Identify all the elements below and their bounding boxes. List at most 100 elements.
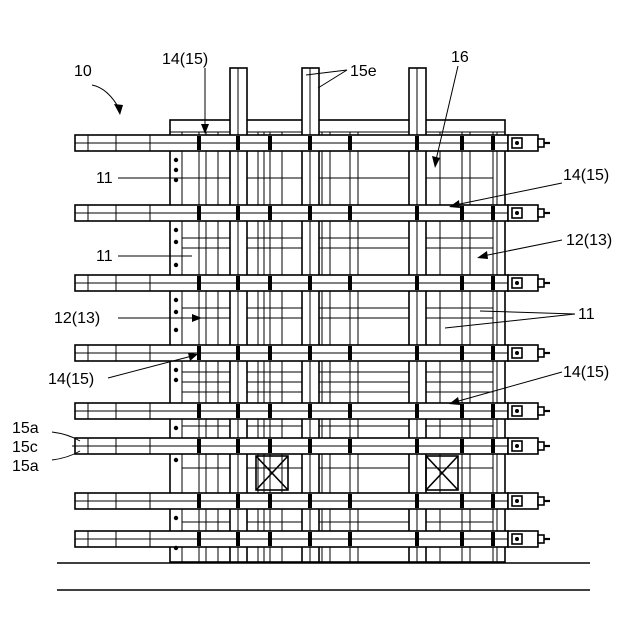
beam-joint xyxy=(491,346,495,360)
beam-joint xyxy=(460,404,464,418)
column-bolt xyxy=(174,458,178,462)
beam-joint xyxy=(348,532,352,546)
beam-joint xyxy=(460,532,464,546)
label-panel-right: 11 xyxy=(578,306,595,323)
beam-joint xyxy=(236,136,240,150)
beam-joint xyxy=(236,532,240,546)
beam-joint xyxy=(308,136,312,150)
beam-joint xyxy=(197,136,201,150)
beam-joint xyxy=(197,206,201,220)
beam xyxy=(75,438,550,454)
beam xyxy=(75,493,550,509)
beam-joint xyxy=(348,404,352,418)
column-bolt xyxy=(174,298,178,302)
beam-joint xyxy=(491,276,495,290)
beam-joint xyxy=(308,439,312,453)
beam-joint xyxy=(348,136,352,150)
beam-joint xyxy=(308,404,312,418)
beam-joint xyxy=(308,346,312,360)
column-bolt xyxy=(174,228,178,232)
label-beam-right-1: 14(15) xyxy=(563,167,609,184)
beam-joint xyxy=(491,404,495,418)
label-beam-top: 14(15) xyxy=(162,51,208,68)
label-panel-mid-left: 11 xyxy=(96,248,113,265)
beam-joint xyxy=(268,494,272,508)
beam-joint xyxy=(308,532,312,546)
label-top-frame: 16 xyxy=(451,49,469,66)
label-panel-top-left: 11 xyxy=(96,170,113,187)
beam-joint xyxy=(197,346,201,360)
beam-joint xyxy=(268,532,272,546)
beam-joint xyxy=(308,206,312,220)
beam-joint xyxy=(236,494,240,508)
beam-joint xyxy=(491,136,495,150)
beam-joint xyxy=(460,494,464,508)
beam xyxy=(75,403,550,419)
column-bolt xyxy=(174,378,178,382)
cross-brace-left xyxy=(256,456,288,490)
beam-joint xyxy=(197,494,201,508)
beam-joint xyxy=(415,439,419,453)
beam-joint xyxy=(268,136,272,150)
label-frame-right: 12(13) xyxy=(566,232,612,249)
beam-joint xyxy=(348,276,352,290)
beam xyxy=(75,531,550,547)
beam-joint xyxy=(491,206,495,220)
beam-joint xyxy=(197,404,201,418)
beam-joint xyxy=(197,276,201,290)
beam-joint xyxy=(308,276,312,290)
beam-joint xyxy=(460,276,464,290)
beam-joint xyxy=(460,136,464,150)
label-beam-left: 14(15) xyxy=(48,371,94,388)
column-bolt xyxy=(174,546,178,550)
beam xyxy=(75,205,550,221)
beam-joint xyxy=(460,439,464,453)
label-rail-lower: 15a xyxy=(12,458,39,475)
beam xyxy=(75,275,550,291)
label-assembly: 10 xyxy=(74,63,92,80)
label-rail-center: 15c xyxy=(12,439,38,456)
beam-joint xyxy=(415,494,419,508)
beam-joint xyxy=(268,276,272,290)
beam-joint xyxy=(348,346,352,360)
beam-joint xyxy=(268,346,272,360)
beam-joint xyxy=(491,532,495,546)
beam-joint xyxy=(236,276,240,290)
column-bolt xyxy=(174,328,178,332)
label-beam-right-2: 14(15) xyxy=(563,364,609,381)
column-bolt xyxy=(174,516,178,520)
beam-joint xyxy=(460,206,464,220)
beam-joint xyxy=(460,346,464,360)
column-bolt xyxy=(174,310,178,314)
beam xyxy=(75,135,550,151)
cross-brace-right xyxy=(426,456,458,490)
beam-joint xyxy=(236,206,240,220)
beam-joint xyxy=(236,346,240,360)
beam-joint xyxy=(415,346,419,360)
beam-joint xyxy=(268,206,272,220)
beam-joint xyxy=(348,494,352,508)
column-bolt xyxy=(174,158,178,162)
column-bolt xyxy=(174,168,178,172)
beam-joint xyxy=(268,404,272,418)
beam xyxy=(75,345,550,361)
beam-joint xyxy=(491,494,495,508)
beam-joint xyxy=(348,206,352,220)
beam-joint xyxy=(236,404,240,418)
beam-joint xyxy=(415,206,419,220)
column-bolt xyxy=(174,263,178,267)
beam-joint xyxy=(415,276,419,290)
beam-joint xyxy=(308,494,312,508)
beam-joint xyxy=(236,439,240,453)
label-frame-left: 12(13) xyxy=(54,310,100,327)
beam-joint xyxy=(415,136,419,150)
beam-joint xyxy=(197,439,201,453)
beam-joint xyxy=(415,404,419,418)
beam-joint xyxy=(348,439,352,453)
label-rail-upper: 15a xyxy=(12,420,39,437)
label-upright-top: 15e xyxy=(350,63,377,80)
column-bolt xyxy=(174,368,178,372)
column-bolt xyxy=(174,240,178,244)
column-bolt xyxy=(174,426,178,430)
